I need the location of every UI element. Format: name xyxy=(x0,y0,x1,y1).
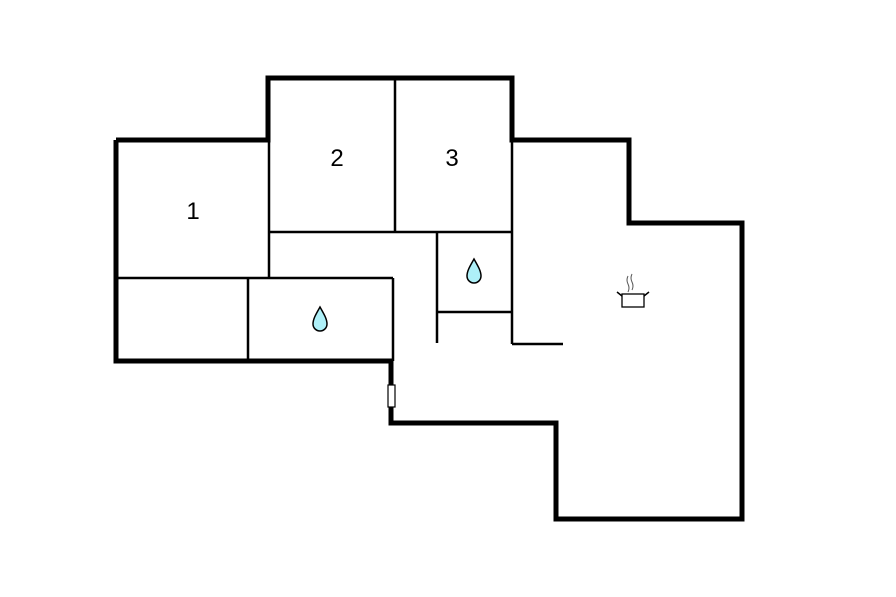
room-2-label: 2 xyxy=(330,145,343,172)
exterior-wall xyxy=(113,75,745,522)
interior-walls xyxy=(116,78,563,361)
water-drop-icon xyxy=(466,257,482,284)
room-3-label: 3 xyxy=(445,145,458,172)
door-icon xyxy=(387,384,396,408)
room-1-label: 1 xyxy=(186,198,199,225)
cooking-pot-icon xyxy=(616,273,650,308)
water-drop-icon xyxy=(312,305,328,332)
